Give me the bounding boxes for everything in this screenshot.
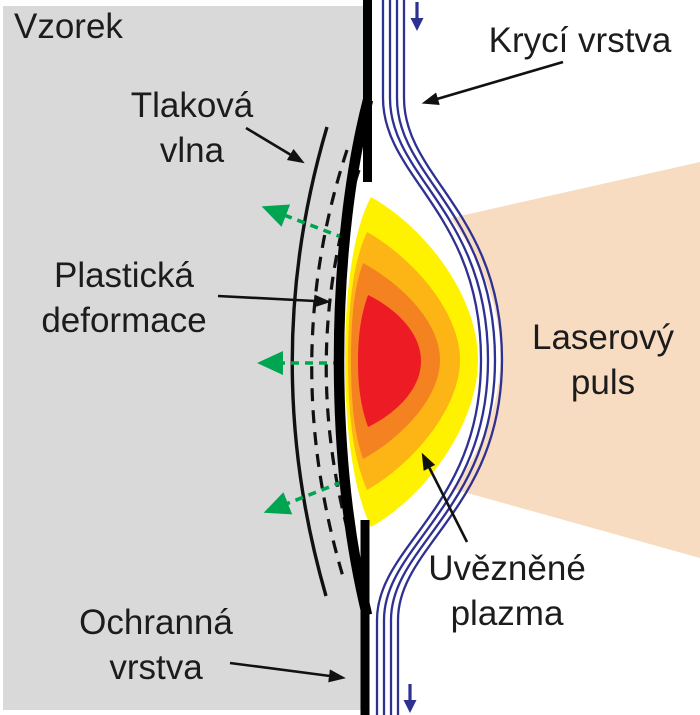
label-protective-layer-line2: vrstva: [109, 648, 203, 687]
shock-direction-arrows: [257, 204, 345, 515]
pressure-wave-solid-front: [290, 126, 329, 597]
pressure-wave-dashed-front-1: [310, 149, 349, 581]
sample-region: [3, 6, 367, 710]
cover-layer-line-4: [396, 0, 504, 715]
label-pressure-wave: Tlaková vlna: [92, 83, 292, 173]
label-laser-pulse-line1: Laserový: [531, 318, 675, 357]
plasma-layer-red: [358, 295, 421, 427]
protective-layer-pointer: [229, 661, 346, 683]
cover-layer-lines: [375, 0, 504, 715]
cover-layer-line-3: [389, 0, 497, 715]
label-pressure-wave-line2: vlna: [159, 131, 225, 170]
label-protective-layer: Ochranná vrstva: [56, 600, 256, 690]
label-cover-layer: Krycí vrstva: [488, 21, 672, 60]
shock-arrow-top: [261, 204, 345, 240]
protective-layer-line: [333, 0, 374, 715]
label-confined-plasma-line2: plazma: [450, 594, 564, 633]
plastic-deformation-pointer: [217, 294, 331, 308]
deformed-surface-bulge: [333, 98, 374, 617]
cover-layer-line-1: [375, 0, 483, 715]
label-confined-plasma-line1: Uvězněné: [428, 549, 586, 588]
pressure-wave-pointer: [245, 126, 305, 164]
label-plastic-deformation: Plastická deformace: [24, 253, 224, 343]
confined-plasma-blob: [345, 197, 478, 527]
cover-layer-pointer: [421, 60, 564, 105]
label-protective-layer-line1: Ochranná: [79, 603, 233, 642]
label-sample: Vzorek: [14, 7, 123, 46]
label-pressure-wave-line1: Tlaková: [130, 86, 254, 125]
confined-plasma-pointer: [421, 452, 469, 543]
cover-layer-line-2: [382, 0, 490, 715]
label-plastic-deformation-line1: Plastická: [53, 256, 195, 295]
label-laser-pulse: Laserový puls: [503, 315, 700, 405]
label-pointer-arrows: [217, 60, 564, 683]
label-confined-plasma: Uvězněné plazma: [407, 546, 607, 636]
label-plastic-deformation-line2: deformace: [41, 301, 207, 340]
label-laser-pulse-line2: puls: [570, 363, 636, 402]
shock-arrow-bottom: [263, 480, 343, 515]
laser-pulse-beam: [451, 162, 700, 558]
